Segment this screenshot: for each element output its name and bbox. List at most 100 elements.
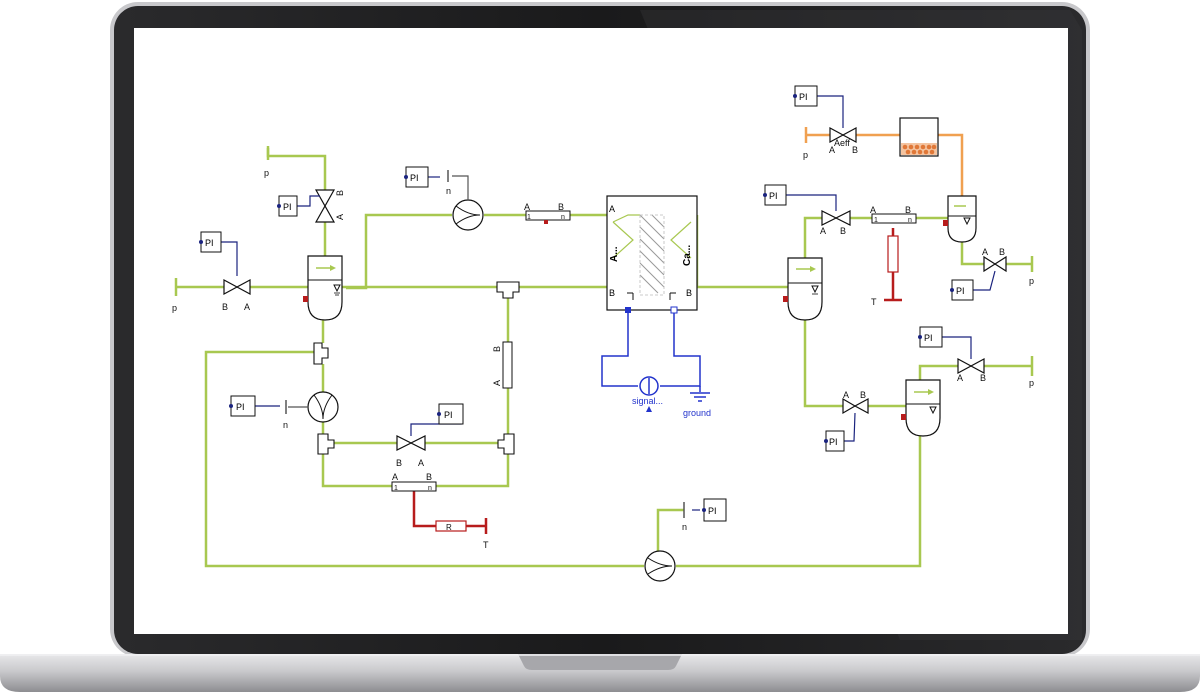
port-label: A <box>843 390 849 400</box>
port-labels: p p p p p n n n T T B A B A B A A B Aeff… <box>172 138 1034 550</box>
pump-bottom[interactable] <box>644 502 685 582</box>
svg-text:PI: PI <box>444 410 453 420</box>
svg-text:PI: PI <box>799 92 808 102</box>
pi-controller[interactable]: PI <box>763 184 787 206</box>
signal-label: signal... <box>632 396 663 406</box>
port-label: B <box>426 472 432 482</box>
pump-left[interactable] <box>285 391 339 423</box>
svg-text:PI: PI <box>410 173 419 183</box>
heat-pipe-right[interactable] <box>871 213 917 224</box>
port-label: A <box>418 458 424 468</box>
tee-junctions <box>313 281 520 455</box>
separator-tank-lower[interactable] <box>901 379 941 437</box>
valve-tank-out[interactable] <box>983 255 1007 273</box>
pi-controller[interactable]: PI <box>404 166 429 188</box>
port-label: B <box>840 226 846 236</box>
valve-area-label: Aeff <box>834 138 850 148</box>
heat-pipe-bypass[interactable] <box>391 481 437 492</box>
pipe <box>436 452 510 488</box>
stack-port-b-right-label: B <box>686 288 692 298</box>
pi-controller[interactable]: PI <box>950 279 974 301</box>
port-label: A <box>870 205 876 215</box>
separator-tank-right[interactable] <box>783 257 823 321</box>
port-label: B <box>558 202 564 212</box>
stack-port-b-label: B <box>609 288 615 298</box>
electric-circuit <box>601 310 710 402</box>
pump-top[interactable] <box>447 170 484 231</box>
mixer-tank[interactable] <box>303 255 343 321</box>
pi-controller[interactable]: PI <box>437 403 464 425</box>
port-label: p <box>803 150 808 160</box>
port-label: A <box>524 202 530 212</box>
port-label: A <box>335 214 345 220</box>
port-label: B <box>852 145 858 155</box>
port-label: p <box>1029 276 1034 286</box>
port-label: B <box>492 346 502 352</box>
laptop-base <box>0 654 1200 692</box>
stack-anode-label: A... <box>609 246 620 262</box>
feed-tank[interactable] <box>899 117 939 157</box>
process-diagram: A B B A... Ca... signal... ground <box>172 85 1034 582</box>
heat-pipe-vertical[interactable] <box>502 341 513 389</box>
port-label: A <box>392 472 398 482</box>
pipe <box>321 452 392 488</box>
port-label: p <box>172 303 177 313</box>
port-label: p <box>1029 378 1034 388</box>
port-label: n <box>682 522 687 532</box>
laptop-notch <box>518 654 682 670</box>
valve-bypass[interactable] <box>396 435 426 451</box>
thermal-resistor-vertical[interactable] <box>887 235 899 273</box>
pi-controller[interactable]: PI <box>199 231 222 253</box>
pi-controller[interactable]: PI <box>277 195 298 217</box>
port-label: A <box>492 380 502 386</box>
valve-lower[interactable] <box>842 397 869 415</box>
svg-text:PI: PI <box>205 238 214 248</box>
fuel-cell-stack[interactable]: A B B A... Ca... <box>606 195 698 314</box>
pi-controller[interactable]: PI <box>918 326 943 348</box>
valve-top[interactable] <box>314 189 336 223</box>
pipe <box>803 216 822 258</box>
pipe <box>918 364 958 380</box>
valve-right-top[interactable] <box>821 210 851 226</box>
svg-text:PI: PI <box>708 506 717 516</box>
pi-controller[interactable]: PI <box>229 395 256 417</box>
valve-left[interactable] <box>223 278 251 296</box>
port-label: 1 <box>527 214 531 221</box>
port-label: 1 <box>874 217 878 224</box>
pipe <box>676 430 922 568</box>
port-label: B <box>396 458 402 468</box>
port-label: B <box>905 205 911 215</box>
pipe <box>803 318 843 408</box>
svg-text:PI: PI <box>924 333 933 343</box>
port-label: A <box>244 302 250 312</box>
svg-text:PI: PI <box>769 191 778 201</box>
port-label: n <box>446 186 451 196</box>
valve-feed[interactable] <box>829 126 857 144</box>
port-label: T <box>483 540 489 550</box>
valve-right-bottom[interactable] <box>957 357 985 375</box>
stack-cathode-label: Ca... <box>682 245 693 266</box>
thermal-resistor[interactable] <box>435 520 467 532</box>
small-tank[interactable] <box>943 195 977 243</box>
port-label: A <box>820 226 826 236</box>
pi-controller[interactable]: PI <box>793 85 818 107</box>
port-label: B <box>860 390 866 400</box>
port-label: B <box>222 302 228 312</box>
pi-controller[interactable]: PI <box>702 498 727 522</box>
port-label: n <box>428 485 432 492</box>
svg-text:PI: PI <box>283 202 292 212</box>
svg-text:PI: PI <box>236 402 245 412</box>
current-source[interactable]: signal... <box>632 376 663 412</box>
pi-controller[interactable]: PI <box>824 430 845 452</box>
port-label: A <box>829 145 835 155</box>
port-label: B <box>335 190 345 196</box>
stack-port-a-label: A <box>609 204 615 214</box>
thermal-links <box>412 228 902 534</box>
port-label: T <box>871 297 877 307</box>
port-label: 1 <box>394 485 398 492</box>
fluid-pipes <box>174 146 1034 568</box>
port-label: A <box>957 373 963 383</box>
heat-pipe-top[interactable] <box>525 210 571 224</box>
port-label: B <box>999 247 1005 257</box>
